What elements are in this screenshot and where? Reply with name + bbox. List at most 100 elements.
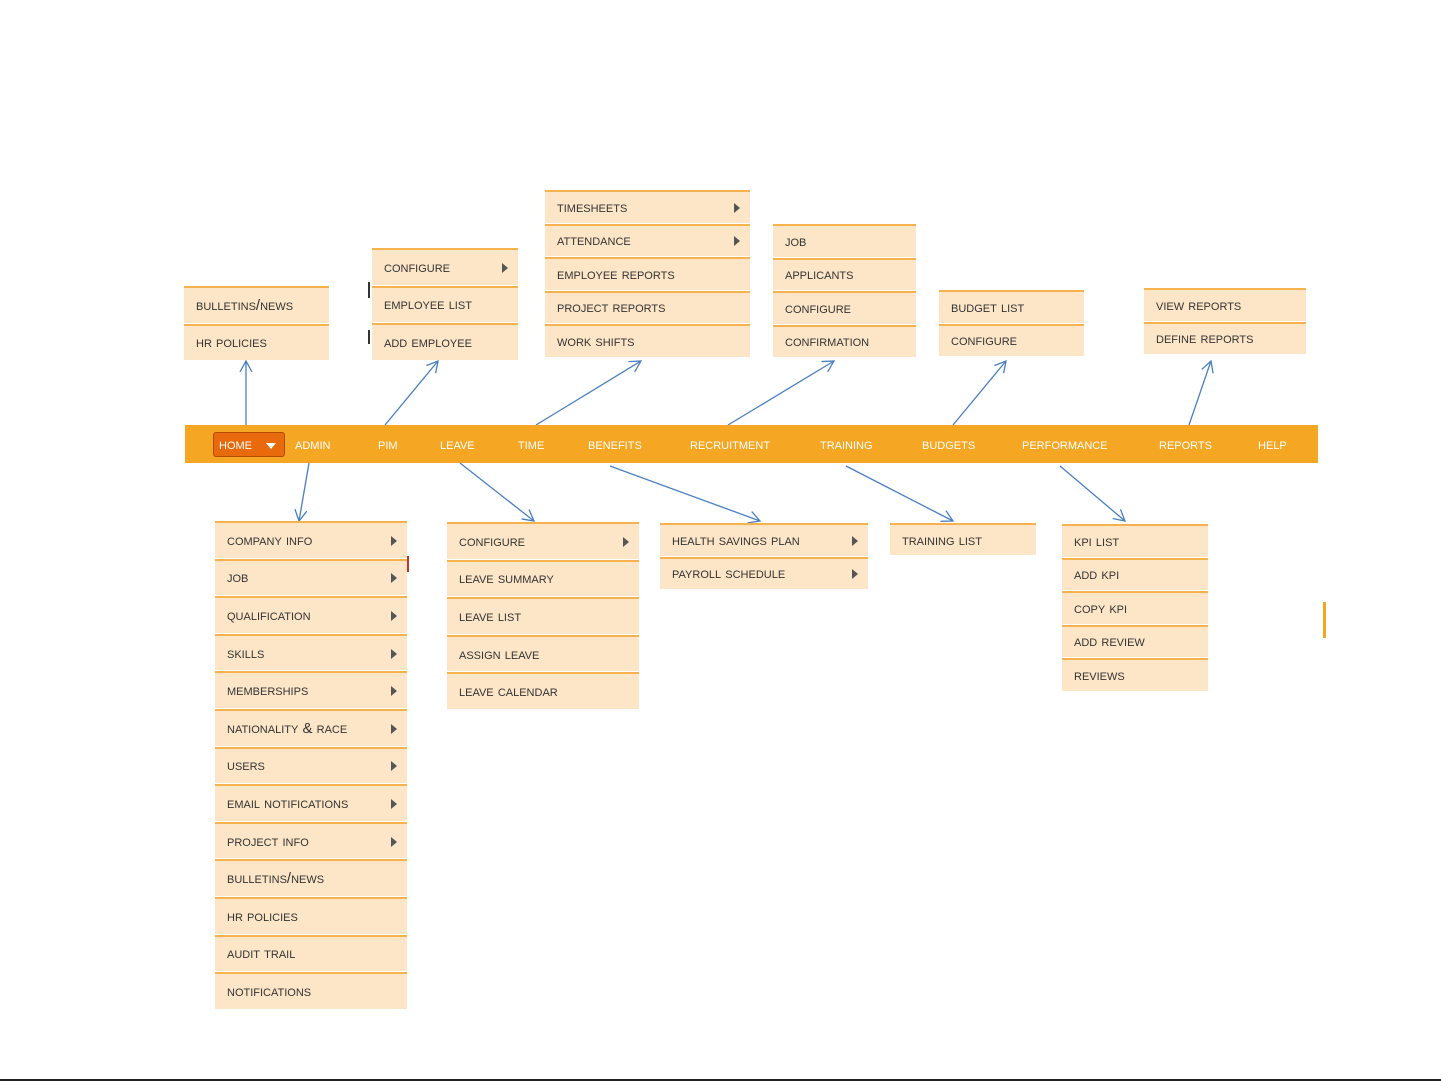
home-menu-item[interactable]: HR Policies [184, 323, 329, 360]
training-menu-item[interactable]: Training List [890, 523, 1036, 555]
admin-menu-item[interactable]: Qualification [215, 596, 407, 633]
leave-menu-item[interactable]: Leave Calendar [447, 672, 639, 709]
arrow-training [845, 465, 955, 522]
menu-pim[interactable]: PIM [378, 436, 398, 453]
time-menu-item[interactable]: Timesheets [545, 190, 750, 223]
arrow-reports [1188, 359, 1214, 426]
home-menu-button[interactable]: Home [213, 432, 285, 457]
menu-item-label: Project Info [227, 832, 309, 850]
chevron-right-icon [852, 535, 858, 546]
home-dropdown: Bulletins/News HR Policies [184, 286, 329, 361]
menu-item-label: Add Employee [384, 333, 472, 351]
pim-menu-item[interactable]: Configure [372, 248, 518, 285]
menu-item-label: Skills [227, 644, 265, 662]
leave-menu-item[interactable]: Leave List [447, 597, 639, 634]
chevron-right-icon [502, 262, 508, 273]
menu-leave[interactable]: Leave [440, 436, 475, 453]
menu-item-label: Work Shifts [557, 332, 635, 350]
leave-menu-item[interactable]: Assign Leave [447, 634, 639, 672]
menu-item-label: Payroll Schedule [672, 565, 786, 583]
menu-benefits[interactable]: Benefits [588, 436, 642, 453]
menu-time[interactable]: Time [518, 436, 545, 453]
admin-menu-item[interactable]: Nationality & Race [215, 709, 407, 746]
admin-menu-item[interactable]: Audit Trail [215, 934, 407, 972]
admin-menu-item[interactable]: Notifications [215, 972, 407, 1009]
chevron-right-icon [852, 569, 858, 580]
leave-dropdown: ConfigureLeave SummaryLeave ListAssign L… [447, 522, 639, 710]
menu-item-label: View Reports [1156, 296, 1242, 314]
text-cursor-mark [368, 282, 370, 298]
admin-menu-item[interactable]: Email Notifications [215, 784, 407, 821]
time-menu-item[interactable]: Work Shifts [545, 324, 750, 357]
budgets-dropdown: Budget ListConfigure [939, 290, 1084, 357]
menu-budgets[interactable]: Budgets [922, 436, 976, 453]
menu-item-label: Employee Reports [557, 265, 675, 283]
menu-item-label: Employee List [384, 296, 472, 314]
menu-help[interactable]: Help [1258, 436, 1287, 453]
menu-item-label: Bulletins/News [196, 296, 294, 314]
pim-menu-item[interactable]: Add Employee [372, 323, 518, 360]
menu-training[interactable]: Training [820, 436, 873, 453]
recruitment-menu-item[interactable]: Applicants [773, 257, 916, 290]
admin-menu-item[interactable]: Project Info [215, 821, 407, 859]
chevron-right-icon [391, 836, 397, 847]
time-menu-item[interactable]: Project Reports [545, 290, 750, 323]
menu-reports[interactable]: Reports [1159, 436, 1212, 453]
performance-menu-item[interactable]: Reviews [1062, 658, 1208, 691]
leave-menu-item[interactable]: Leave Summary [447, 559, 639, 597]
benefits-menu-item[interactable]: Health Savings Plan [660, 523, 868, 556]
menu-item-label: Define Reports [1156, 330, 1254, 348]
admin-menu-item[interactable]: HR Policies [215, 897, 407, 934]
menu-item-label: KPI List [1074, 532, 1120, 550]
time-menu-item[interactable]: Attendance [545, 223, 750, 256]
recruitment-menu-item[interactable]: Configure [773, 291, 916, 324]
menu-recruitment[interactable]: Recruitment [690, 436, 771, 453]
menu-item-label: HR Policies [196, 334, 267, 352]
reports-menu-item[interactable]: Define Reports [1144, 321, 1306, 354]
chevron-right-icon [734, 202, 740, 213]
admin-menu-item[interactable]: Memberships [215, 671, 407, 708]
leave-menu-item[interactable]: Configure [447, 522, 639, 559]
recruitment-menu-item[interactable]: Job [773, 224, 916, 257]
home-menu-item[interactable]: Bulletins/News [184, 286, 329, 323]
admin-menu-item[interactable]: Bulletins/News [215, 859, 407, 896]
menu-item-label: Assign Leave [459, 645, 540, 663]
admin-menu-item[interactable]: Company Info [215, 521, 407, 558]
chevron-down-icon [266, 443, 276, 449]
admin-menu-item[interactable]: Users [215, 746, 407, 784]
reports-menu-item[interactable]: View Reports [1144, 288, 1306, 321]
arrow-benefits [609, 465, 762, 524]
recruitment-menu-item[interactable]: Confirmation [773, 324, 916, 357]
benefits-menu-item[interactable]: Payroll Schedule [660, 556, 868, 589]
menu-item-label: Training List [902, 531, 982, 549]
menu-item-label: Confirmation [785, 333, 870, 351]
menu-item-label: Leave Summary [459, 570, 554, 588]
pim-menu-item[interactable]: Employee List [372, 285, 518, 322]
performance-menu-item[interactable]: Add Review [1062, 624, 1208, 657]
arrow-budgets [952, 359, 1007, 426]
menu-item-label: Audit Trail [227, 945, 296, 963]
menu-item-label: Qualification [227, 606, 311, 624]
reports-dropdown: View ReportsDefine Reports [1144, 288, 1306, 355]
budgets-menu-item[interactable]: Configure [939, 323, 1084, 356]
performance-menu-item[interactable]: KPI List [1062, 524, 1208, 557]
performance-menu-item[interactable]: Copy KPI [1062, 591, 1208, 624]
menu-item-label: Project Reports [557, 299, 666, 317]
arrow-time [535, 360, 643, 426]
time-dropdown: TimesheetsAttendanceEmployee ReportsProj… [545, 190, 750, 358]
admin-menu-item[interactable]: Skills [215, 633, 407, 671]
time-menu-item[interactable]: Employee Reports [545, 257, 750, 290]
menu-item-label: Nationality & Race [227, 719, 348, 737]
menu-item-label: HR Policies [227, 907, 298, 925]
training-dropdown: Training List [890, 523, 1036, 556]
menu-item-label: Configure [459, 532, 525, 550]
menu-performance[interactable]: Performance [1022, 436, 1108, 453]
pim-dropdown: ConfigureEmployee ListAdd Employee [372, 248, 518, 361]
budgets-menu-item[interactable]: Budget List [939, 290, 1084, 323]
admin-menu-item[interactable]: Job [215, 558, 407, 596]
performance-menu-item[interactable]: Add KPI [1062, 557, 1208, 590]
home-label: Home [219, 436, 252, 453]
menu-item-label: Add Review [1074, 633, 1145, 651]
menu-admin[interactable]: Admin [295, 436, 331, 453]
menu-item-label: Attendance [557, 232, 631, 250]
